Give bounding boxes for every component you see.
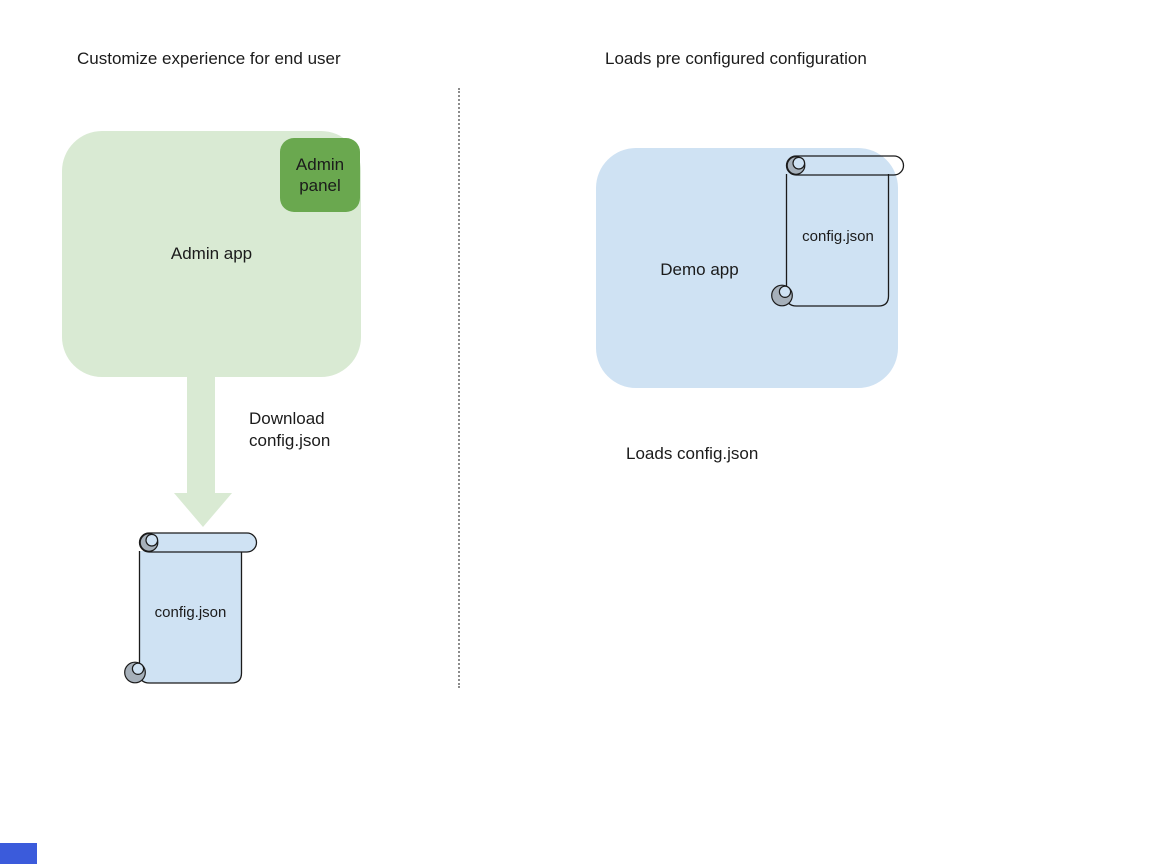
demo-app-box <box>596 148 898 388</box>
download-arrow-icon <box>174 377 232 527</box>
demo-app-label: Demo app <box>660 260 739 279</box>
left-section-title: Customize experience for end user <box>77 49 341 68</box>
config-json-scroll-right <box>771 155 905 307</box>
admin-app-label: Admin app <box>170 244 253 263</box>
corner-rectangle <box>0 843 37 864</box>
config-json-label-left: config.json <box>154 604 227 621</box>
scroll-top-roll <box>138 532 258 553</box>
config-json-label-right: config.json <box>802 228 874 245</box>
right-section-title: Loads pre configured configuration <box>605 49 867 68</box>
loads-config-caption: Loads config.json <box>626 444 759 463</box>
download-arrow-caption: Download config.json <box>249 409 331 450</box>
section-divider <box>458 88 460 688</box>
config-json-scroll-left <box>124 532 258 684</box>
admin-panel-label: Admin panel <box>295 155 345 195</box>
admin-panel-box: Admin panel <box>280 138 360 212</box>
scroll-top-roll <box>785 155 905 176</box>
